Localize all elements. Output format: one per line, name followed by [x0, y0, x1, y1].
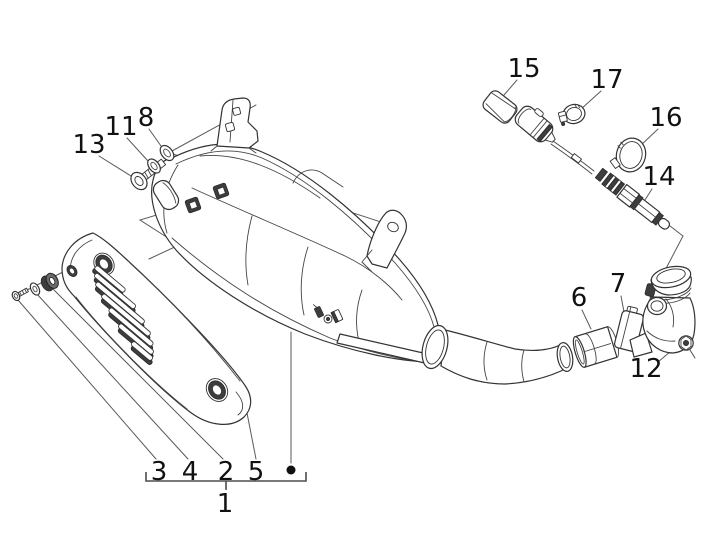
clamp-ring: [609, 137, 647, 173]
callout-7: 7: [610, 269, 627, 299]
shield-hole: [66, 265, 78, 277]
exhaust-pipe: [336, 324, 574, 385]
shield-hole: [205, 378, 229, 402]
shield-screw: [11, 287, 29, 302]
muffler-clip: [212, 182, 230, 200]
group-bracket: [145, 465, 307, 490]
callout-14: 14: [642, 162, 675, 192]
muffler-rear-bracket: [361, 209, 407, 273]
callout-4: 4: [182, 457, 199, 487]
flanged-nut: [678, 335, 696, 359]
sensor-boss-ring: [646, 296, 668, 316]
sensor-cable: [550, 140, 595, 175]
callout-17: 17: [590, 65, 623, 95]
callout-6: 6: [571, 283, 588, 313]
spring-washer: [147, 158, 161, 174]
callout-16: 16: [649, 103, 682, 133]
callout-1: 1: [217, 489, 234, 519]
lambda-sensor: [594, 167, 671, 230]
pipe-collar: [421, 324, 449, 370]
callout-3: 3: [151, 457, 168, 487]
callout-13: 13: [72, 130, 105, 160]
callout-5: 5: [248, 457, 265, 487]
callout-2: 2: [218, 457, 235, 487]
callout-11: 11: [104, 112, 137, 142]
callout-15: 15: [507, 54, 540, 84]
sensor-connector: [514, 105, 556, 143]
muffler-clip-cluster: [312, 304, 344, 324]
plain-washer: [159, 144, 175, 162]
callout-12: 12: [629, 354, 662, 384]
cable-clamp: [557, 103, 586, 126]
muffler-body: [151, 143, 439, 363]
muffler-clip: [184, 196, 202, 214]
heat-shield: [61, 232, 252, 425]
muffler-top-bracket: [210, 97, 259, 154]
callout-8: 8: [138, 103, 155, 133]
shield-vent-slots: [92, 265, 154, 365]
shield-washer: [29, 282, 41, 296]
shield-grommet: [40, 272, 59, 292]
assembly-dot: [286, 465, 296, 475]
connector-cover: [482, 90, 518, 124]
callout-labels: 1 2 3 4 5 6 7 8 11 12 13 14 15 16 17: [72, 54, 682, 519]
callout-leader-lines: [17, 79, 678, 464]
gasket-sleeve: [572, 326, 620, 368]
muffler-end-boss: [152, 179, 180, 211]
